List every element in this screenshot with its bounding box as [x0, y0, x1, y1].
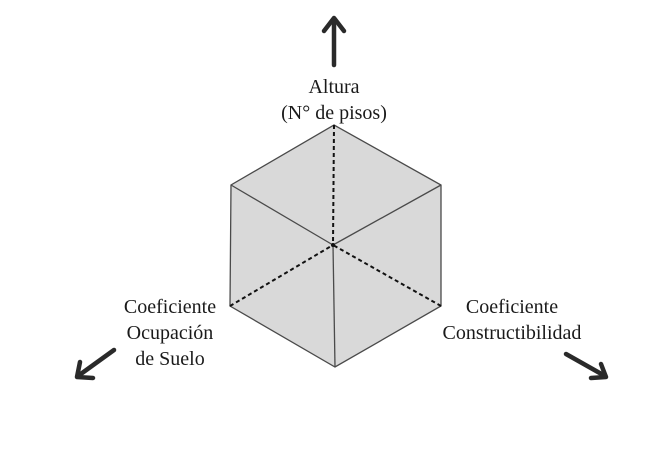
- cube-solid-edges: [230, 184, 442, 368]
- axis-label-line: (N° de pisos): [281, 102, 387, 124]
- axis-label-height: Altura (N° de pisos): [264, 74, 404, 126]
- arrow-up-icon: [321, 15, 347, 68]
- axis-label-line: Ocupación: [126, 322, 214, 344]
- axis-label-line: Altura: [308, 76, 360, 98]
- axis-label-land-occupation: Coeficiente Ocupación de Suelo: [105, 294, 235, 372]
- cube-center-point: [331, 243, 335, 247]
- cube-dashed-edges: [229, 124, 442, 307]
- axis-label-constructibility: Coeficiente Constructibilidad: [432, 294, 592, 346]
- axis-label-line: de Suelo: [135, 348, 205, 370]
- axis-label-line: Coeficiente: [123, 296, 217, 318]
- arrow-down-right-icon: [563, 351, 609, 381]
- arrow-down-left-icon: [74, 347, 117, 381]
- axis-label-line: Constructibilidad: [442, 322, 582, 344]
- axis-label-line: Coeficiente: [465, 296, 559, 318]
